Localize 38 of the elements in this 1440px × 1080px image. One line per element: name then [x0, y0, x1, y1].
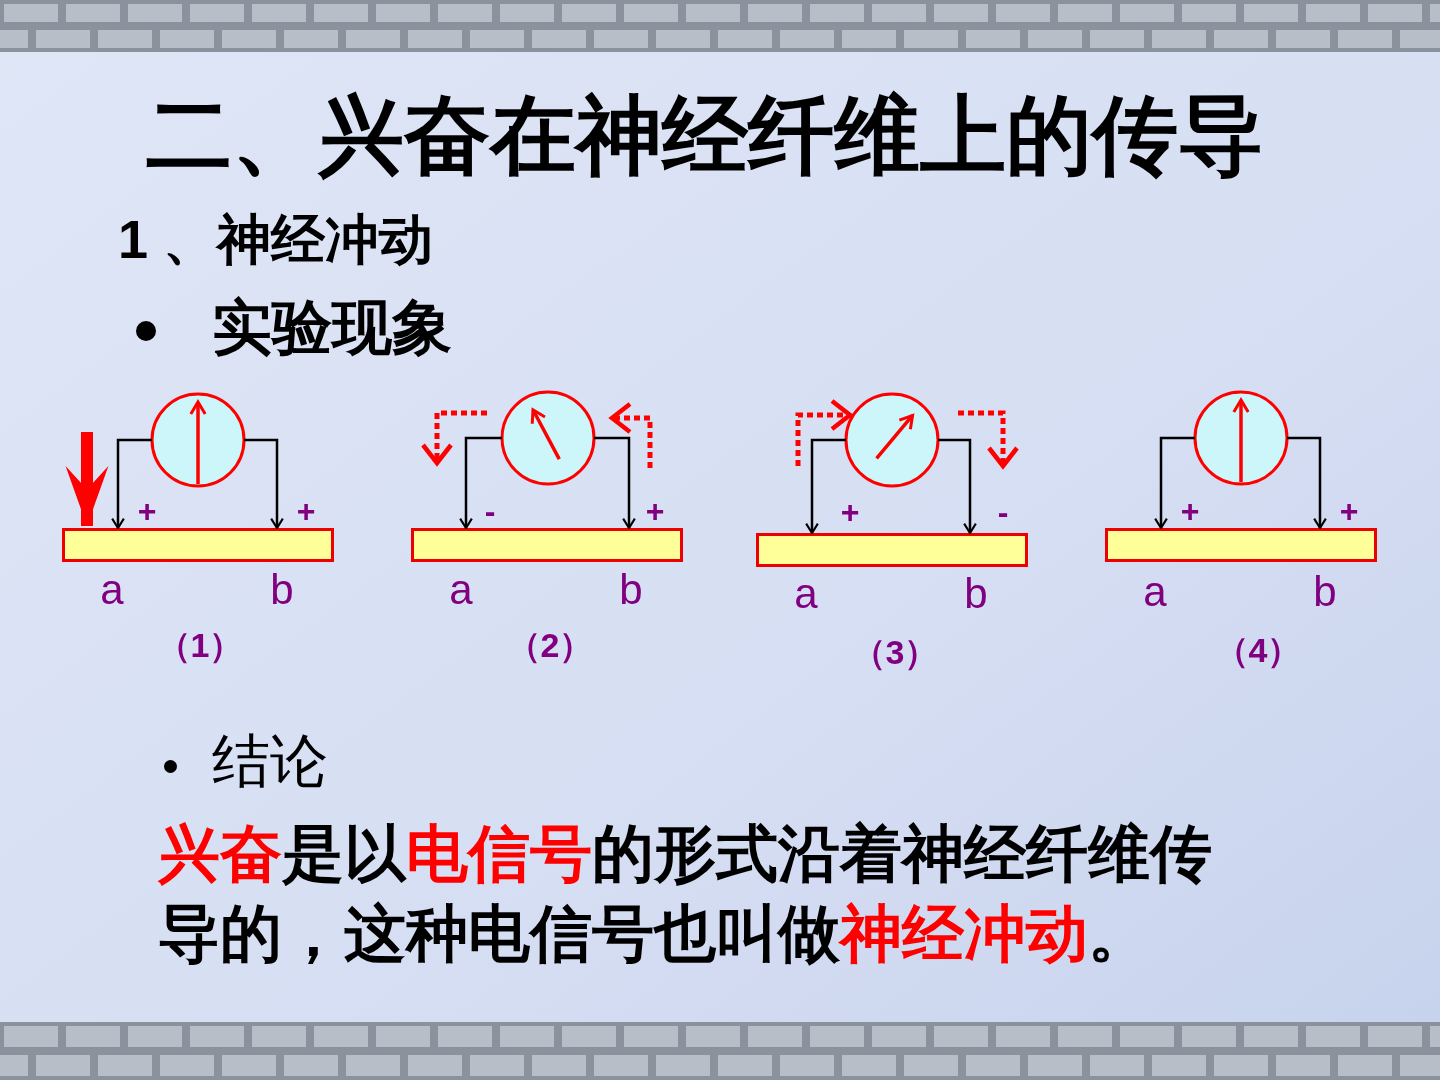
panel-number: （4）: [1214, 633, 1302, 667]
arrow: [111, 438, 152, 530]
nerve-fiber-bar: [62, 528, 334, 562]
panel-number: （1）: [156, 628, 244, 662]
arrow: [244, 438, 284, 530]
point-label: b: [270, 569, 294, 611]
polarity-sign: -: [997, 496, 1009, 528]
polarity-sign: +: [1180, 495, 1200, 527]
nerve-fiber-bar: [1105, 528, 1377, 562]
panel-number: （3）: [851, 635, 939, 669]
point-label: a: [449, 569, 473, 611]
conclusion-text: 兴奋是以电信号的形式沿着神经纤维传导的，这种电信号也叫做神经冲动。: [158, 818, 1213, 970]
arrow: [1154, 436, 1195, 530]
polarity-sign: +: [1339, 495, 1359, 527]
arrow: [938, 438, 977, 535]
point-label: b: [964, 573, 988, 615]
polarity-sign: +: [645, 495, 665, 527]
arrow: [805, 438, 846, 535]
nerve-fiber-bar: [756, 533, 1028, 567]
bullet-heading: 结论: [212, 732, 328, 790]
panel-number: （2）: [506, 628, 594, 662]
arrow: [594, 436, 636, 530]
slide-title: 二、兴奋在神经纤维上的传导: [145, 92, 1265, 178]
polarity-sign: +: [840, 496, 860, 528]
point-label: b: [619, 569, 643, 611]
polarity-sign: +: [137, 495, 157, 527]
polarity-sign: +: [296, 495, 316, 527]
arrow: [1287, 436, 1327, 530]
point-label: b: [1313, 571, 1337, 613]
bullet-heading: 实验现象: [212, 298, 452, 358]
nerve-fiber-bar: [411, 528, 683, 562]
point-label: a: [1143, 571, 1167, 613]
point-label: a: [794, 573, 818, 615]
point-label: a: [100, 569, 124, 611]
stimulus-arrow: [65, 432, 109, 526]
polarity-sign: -: [484, 495, 496, 527]
section-heading: 1 、神经冲动: [118, 212, 434, 266]
arrow: [459, 436, 502, 530]
